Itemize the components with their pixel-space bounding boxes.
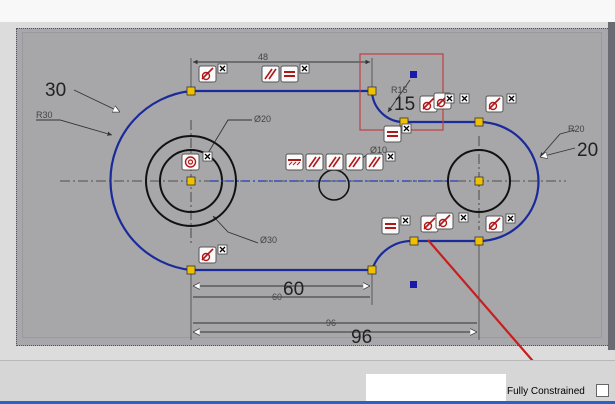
arc-center-bottom xyxy=(410,281,417,288)
delete-constraint-icon[interactable] xyxy=(505,213,516,224)
delete-constraint-icon[interactable] xyxy=(459,93,470,104)
window-top-strip xyxy=(0,0,615,22)
point-top-mid xyxy=(367,86,377,96)
parallel-constraint-icon[interactable] xyxy=(261,65,280,83)
tangent-constraint-icon[interactable] xyxy=(485,215,504,233)
dim-96-big: 96 xyxy=(351,327,372,348)
equal-constraint-icon[interactable] xyxy=(383,125,402,143)
slot-profile[interactable] xyxy=(109,89,540,272)
tangent-constraint-icon[interactable] xyxy=(435,212,454,230)
parallel-constraint-icon[interactable] xyxy=(365,153,384,171)
status-field xyxy=(366,374,506,402)
parallel-constraint-icon[interactable] xyxy=(345,153,364,171)
small-circle-center[interactable] xyxy=(318,169,350,201)
annotation-arrow xyxy=(427,239,546,376)
dim-d30-small: Ø30 xyxy=(260,235,277,245)
canvas-scroll-edge xyxy=(608,22,615,350)
status-bar xyxy=(0,360,615,383)
point-top-left xyxy=(186,86,196,96)
dim-r30-small: R30 xyxy=(36,110,53,120)
constraint-status-text: Fully Constrained xyxy=(507,386,585,397)
delete-constraint-icon[interactable] xyxy=(458,212,469,223)
circle-right[interactable] xyxy=(447,149,511,213)
delete-constraint-icon[interactable] xyxy=(217,63,228,74)
point-bottom-right xyxy=(474,236,484,246)
dim-48-small: 48 xyxy=(258,52,268,62)
parallel-constraint-icon[interactable] xyxy=(325,153,344,171)
equal-constraint-icon[interactable] xyxy=(280,65,299,83)
delete-constraint-icon[interactable] xyxy=(217,244,228,255)
point-center-right xyxy=(474,176,484,186)
dim-r20-small: R20 xyxy=(568,124,585,134)
extension-lines xyxy=(190,58,480,340)
equal-constraint-icon[interactable] xyxy=(381,217,400,235)
dim-d10-small: Ø10 xyxy=(370,145,387,155)
dim-r30-big: 30 xyxy=(45,80,66,101)
tangent-constraint-icon[interactable] xyxy=(198,65,217,83)
dim-r15-small: R15 xyxy=(391,85,408,95)
sketch-points[interactable] xyxy=(186,86,484,275)
dim-96-small: 96 xyxy=(326,318,336,328)
point-arc-end-bottom xyxy=(409,236,419,246)
parallel-constraint-icon[interactable] xyxy=(305,153,324,171)
delete-constraint-icon[interactable] xyxy=(299,63,310,74)
dimension-texts[interactable]: R30 30 48 R15 15 Ø20 Ø10 R20 20 Ø30 60 6… xyxy=(36,52,598,348)
tangent-constraint-icon[interactable] xyxy=(420,215,439,233)
point-top-right xyxy=(474,117,484,127)
delete-constraint-icon[interactable] xyxy=(506,93,517,104)
dim-60-big: 60 xyxy=(283,279,304,300)
arc-center-points[interactable] xyxy=(410,71,417,288)
concentric-constraint-icon[interactable] xyxy=(181,153,200,171)
delete-constraint-icon[interactable] xyxy=(444,93,455,104)
delete-constraint-icon[interactable] xyxy=(400,215,411,226)
delete-constraint-icon[interactable] xyxy=(385,151,396,162)
point-center-left xyxy=(186,176,196,186)
point-bottom-mid xyxy=(367,265,377,275)
tangent-constraint-icon[interactable] xyxy=(198,246,217,264)
dimension-lines xyxy=(36,59,576,332)
delete-constraint-icon[interactable] xyxy=(401,123,412,134)
taskbar-edge xyxy=(0,401,615,404)
dim-r15-big: 15 xyxy=(394,94,415,115)
outer-circle-left[interactable] xyxy=(145,135,237,227)
dim-60-small: 60 xyxy=(272,292,282,302)
dim-d20-small: Ø20 xyxy=(254,114,271,124)
tangent-constraint-icon[interactable] xyxy=(485,95,504,113)
delete-constraint-icon[interactable] xyxy=(202,151,213,162)
status-checkbox[interactable] xyxy=(596,384,609,397)
point-bottom-left xyxy=(186,265,196,275)
dim-r20-big: 20 xyxy=(577,140,598,161)
horizontal-constraint-icon[interactable] xyxy=(285,153,304,171)
arc-center-top xyxy=(410,71,417,78)
